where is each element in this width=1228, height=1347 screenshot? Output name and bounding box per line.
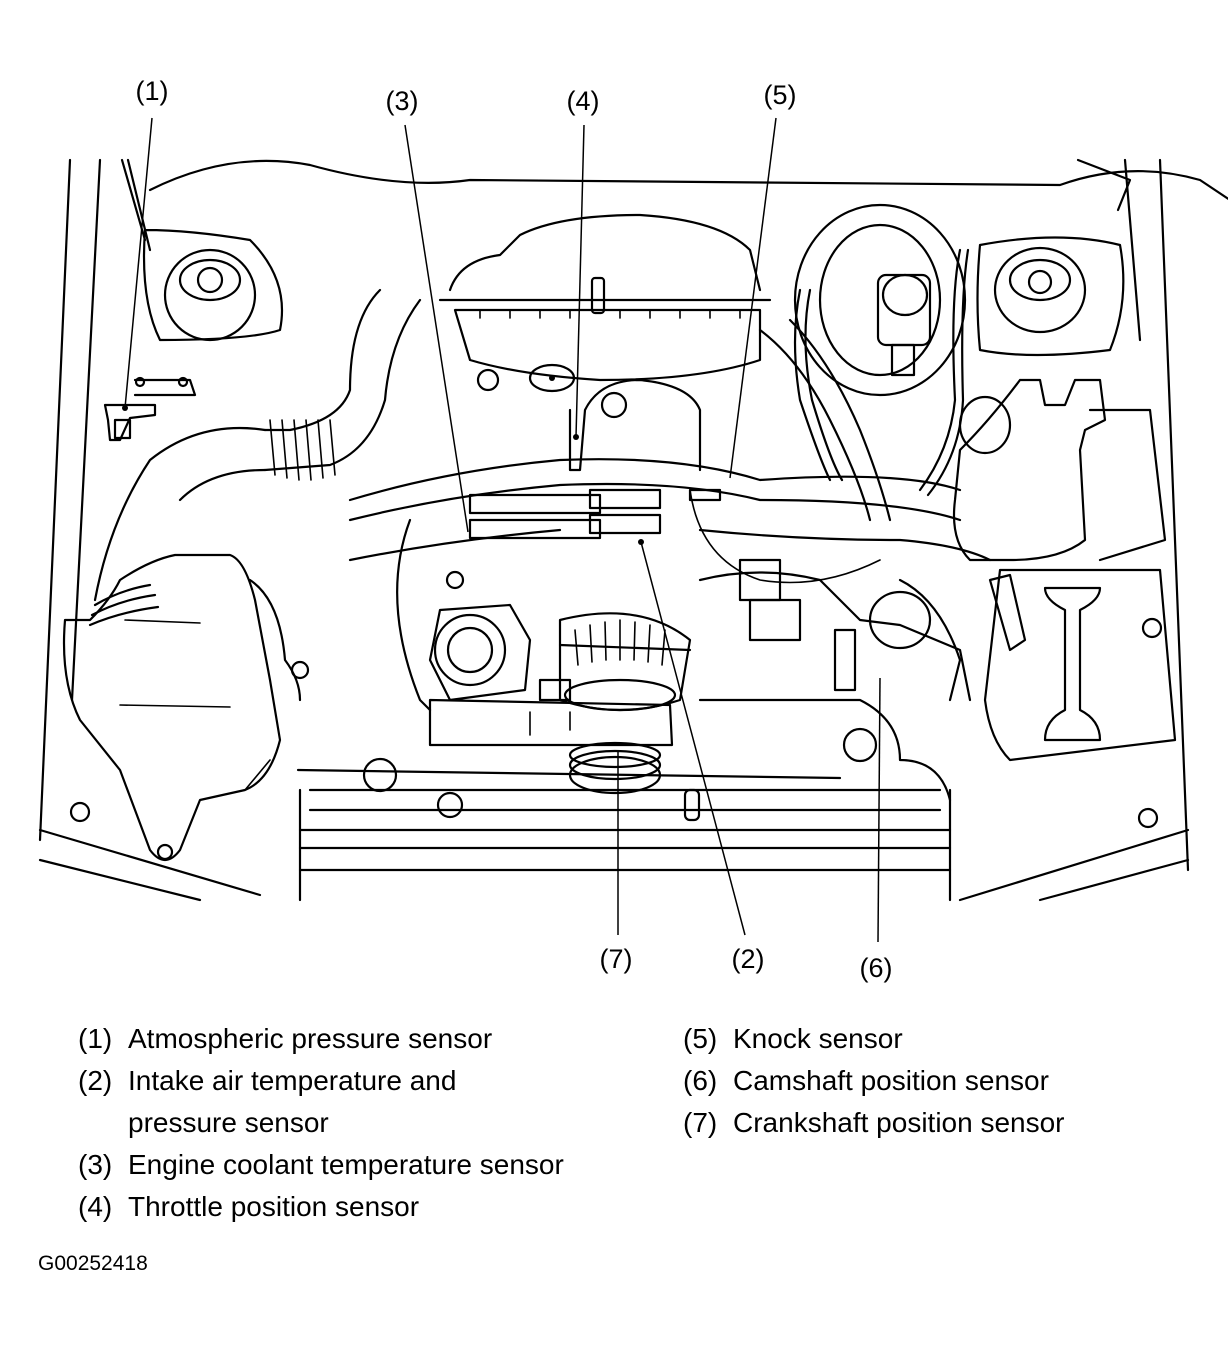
legend-num: (2) xyxy=(78,1065,113,1096)
legend-text: Crankshaft position sensor xyxy=(733,1107,1065,1138)
radiator xyxy=(296,727,952,902)
legend-text: Camshaft position sensor xyxy=(733,1065,1049,1096)
leader-line-4 xyxy=(575,124,585,438)
callout-2: (2) xyxy=(731,944,765,974)
alternator xyxy=(558,612,692,712)
legend-num: (3) xyxy=(78,1149,113,1180)
legend-text: Intake air temperature and pressure sens… xyxy=(128,1065,457,1138)
legend-text: Atmospheric pressure sensor xyxy=(128,1023,493,1054)
callout-5: (5) xyxy=(763,80,797,110)
callout-7: (7) xyxy=(599,944,633,974)
callout-4: (4) xyxy=(566,86,600,116)
callout-6: (6) xyxy=(859,953,893,983)
engine-block xyxy=(348,378,992,712)
callout-1: (1) xyxy=(135,76,169,106)
legend-item-1: (1) Atmospheric pressure sensor xyxy=(78,1018,564,1060)
leader-line-2 xyxy=(640,541,746,936)
intake-plenum xyxy=(438,213,772,393)
leader-dot-2 xyxy=(638,539,644,545)
legend-num: (5) xyxy=(683,1023,718,1054)
engine-compartment-diagram xyxy=(38,117,1228,943)
legend-item-2: (2) Intake air temperature and pressure … xyxy=(78,1060,564,1144)
crank-pulley xyxy=(428,698,674,795)
leader-lines xyxy=(122,117,881,943)
legend-item-5: (5) Knock sensor xyxy=(683,1018,1065,1060)
legend-left: (1) Atmospheric pressure sensor (2) Inta… xyxy=(78,1018,564,1228)
legend-text: Throttle position sensor xyxy=(128,1191,420,1222)
legend-num: (7) xyxy=(683,1107,718,1138)
legend-num: (1) xyxy=(78,1023,113,1054)
left-strut-tower xyxy=(142,228,284,342)
leader-line-1 xyxy=(124,117,153,409)
brake-booster xyxy=(793,203,967,397)
right-strut-tower xyxy=(976,236,1125,357)
legend-num: (4) xyxy=(78,1191,113,1222)
callout-3: (3) xyxy=(385,86,419,116)
leader-line-3 xyxy=(404,124,469,533)
legend-item-7: (7) Crankshaft position sensor xyxy=(683,1102,1065,1144)
body-outline xyxy=(38,158,1228,902)
legend-item-3: (3) Engine coolant temperature sensor xyxy=(78,1144,564,1186)
legend-text: Engine coolant temperature sensor xyxy=(128,1149,564,1180)
intake-duct xyxy=(93,288,422,602)
water-pump xyxy=(428,570,572,702)
hoses xyxy=(689,248,970,702)
legend-num: (6) xyxy=(683,1065,718,1096)
right-cylinder-head xyxy=(698,558,972,802)
atmospheric-pressure-sensor xyxy=(103,376,197,442)
air-cleaner-box xyxy=(62,553,310,862)
leader-line-5 xyxy=(729,117,777,479)
leader-dot-4 xyxy=(573,434,579,440)
legend-item-6: (6) Camshaft position sensor xyxy=(683,1060,1065,1102)
battery-tray xyxy=(952,378,1177,829)
legend-item-4: (4) Throttle position sensor xyxy=(78,1186,564,1228)
leader-line-6 xyxy=(877,677,881,943)
leader-dot-1 xyxy=(122,405,128,411)
legend-right: (5) Knock sensor (6) Camshaft position s… xyxy=(683,1018,1065,1144)
legend-text: Knock sensor xyxy=(733,1023,903,1054)
figure-id: G00252418 xyxy=(38,1252,148,1275)
